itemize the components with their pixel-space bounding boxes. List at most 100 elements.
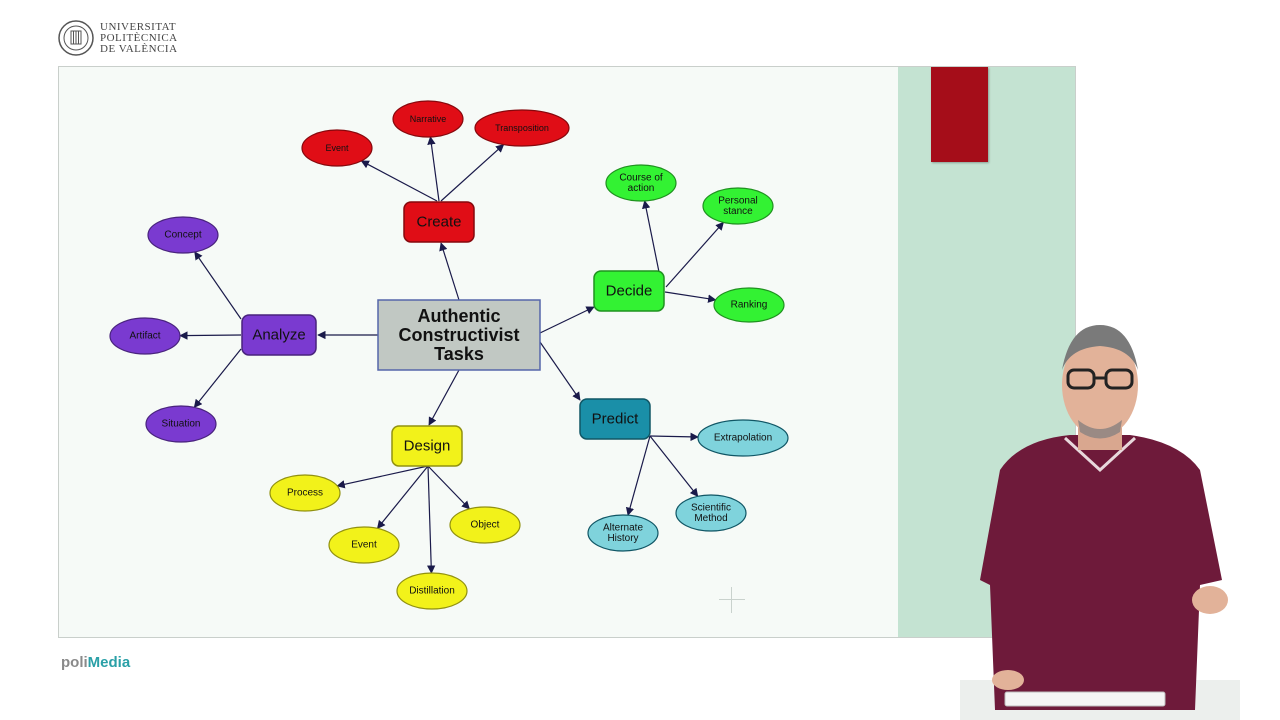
branch-node-create-label: Create (416, 214, 461, 231)
child-node-decide-0-shape (605, 164, 677, 202)
child-node-design-2-label: Distillation (409, 586, 455, 597)
branch-node-create-box (403, 201, 475, 243)
edge-center-to-predict (539, 341, 581, 401)
edge-design-to-child-3 (427, 465, 471, 510)
child-node-design-3-shape (449, 506, 521, 544)
child-node-predict-2-label: History (607, 533, 638, 544)
child-node-decide-1-label: Personal (718, 195, 757, 206)
edge-center-to-decide (539, 306, 595, 334)
child-node-design-1-label: Event (351, 540, 377, 551)
edge-predict-to-child-1 (649, 435, 699, 497)
slide-red-tab (931, 67, 988, 162)
child-node-create-1-shape (392, 100, 464, 138)
child-node-predict-0-label: Extrapolation (714, 433, 772, 444)
child-node-analyze-1: Artifact (109, 317, 181, 355)
edge-design-to-child-0 (336, 465, 429, 489)
university-logo: UNIVERSITAT POLITÈCNICA DE VALÈNCIA (58, 20, 178, 56)
child-node-predict-1-label: Method (694, 513, 727, 524)
child-node-design-0-shape (269, 474, 341, 512)
branch-node-analyze-box (241, 314, 317, 356)
child-node-create-0-label: Event (325, 143, 349, 153)
child-node-create-0: Event (301, 129, 373, 167)
child-node-decide-2: Ranking (713, 287, 785, 323)
child-node-predict-0: Extrapolation (697, 419, 789, 457)
center-node-box (377, 299, 541, 371)
edge-predict-to-child-0 (649, 432, 699, 442)
edge-layer (179, 136, 725, 574)
child-node-decide-2-label: Ranking (731, 300, 768, 311)
cursor-crosshair-icon (719, 587, 745, 613)
concept-map-diagram: AuthenticConstructivistTasksCreateEventN… (109, 100, 789, 610)
child-node-analyze-1-shape (109, 317, 181, 355)
branch-node-design-label: Design (404, 438, 451, 455)
center-node-label: Tasks (434, 344, 484, 364)
child-node-analyze-2-shape (145, 405, 217, 443)
branch-node-decide-box (593, 270, 665, 312)
child-node-create-2-label: Transposition (495, 123, 549, 133)
child-node-analyze-0-shape (147, 216, 219, 254)
edge-center-to-create (439, 242, 460, 301)
child-node-decide-1-shape (702, 187, 774, 225)
child-node-analyze-0: Concept (147, 216, 219, 254)
child-node-predict-2-shape (587, 514, 659, 552)
child-node-predict-0-shape (697, 419, 789, 457)
edge-center-to-design (428, 369, 460, 426)
edge-decide-to-child-1 (665, 221, 725, 288)
center-node-label: Constructivist (398, 325, 519, 345)
university-name: UNIVERSITAT POLITÈCNICA DE VALÈNCIA (100, 21, 178, 55)
university-seal-icon (58, 20, 94, 56)
branch-node-design-box (391, 425, 463, 467)
child-node-design-1: Event (328, 526, 400, 564)
branch-node-predict-box (579, 398, 651, 440)
child-node-decide-0-label: action (628, 183, 655, 194)
polimedia-accent: Media (87, 654, 131, 671)
child-node-design-0-label: Process (287, 488, 323, 499)
branch-node-predict: Predict (579, 398, 651, 440)
child-node-analyze-2-label: Situation (162, 419, 201, 430)
child-node-predict-1-label: Scientific (691, 502, 731, 513)
presenter-video (960, 325, 1240, 720)
child-node-design-1-shape (328, 526, 400, 564)
university-name-line-2: POLITÈCNICA (100, 31, 178, 44)
edge-create-to-child-2 (440, 144, 505, 202)
branch-node-analyze: Analyze (241, 314, 317, 356)
edge-create-to-child-0 (360, 160, 438, 202)
edge-analyze-to-child-0 (194, 251, 242, 320)
child-node-design-2-shape (396, 572, 468, 610)
edge-create-to-child-1 (427, 136, 440, 202)
branch-node-create: Create (403, 201, 475, 243)
edge-predict-to-child-2 (625, 435, 651, 516)
child-node-predict-2-label: Alternate (603, 522, 643, 533)
polimedia-footer-logo: poliMedia (61, 654, 130, 671)
center-node-label: Authentic (418, 306, 501, 326)
branch-node-decide: Decide (593, 270, 665, 312)
child-node-analyze-0-label: Concept (164, 230, 201, 241)
child-node-predict-1-shape (675, 494, 747, 532)
child-node-decide-2-shape (713, 287, 785, 323)
child-node-design-3-label: Object (471, 520, 500, 531)
child-node-analyze-1-label: Artifact (129, 331, 160, 342)
polimedia-prefix: poli (61, 654, 88, 671)
edge-analyze-to-child-1 (179, 331, 242, 340)
child-node-decide-1-label: stance (723, 206, 753, 217)
edge-decide-to-child-2 (664, 291, 717, 303)
branch-node-analyze-label: Analyze (252, 327, 305, 344)
child-node-design-2: Distillation (396, 572, 468, 610)
edge-analyze-to-child-2 (193, 348, 242, 409)
child-node-create-2-shape (474, 109, 570, 147)
university-name-line-3: DE VALÈNCIA (100, 42, 178, 55)
child-node-design-3: Object (449, 506, 521, 544)
node-layer: AuthenticConstructivistTasksCreateEventN… (109, 100, 789, 610)
child-node-design-0: Process (269, 474, 341, 512)
edge-design-to-child-2 (426, 465, 436, 574)
child-node-create-1-label: Narrative (410, 114, 447, 124)
child-node-analyze-2: Situation (145, 405, 217, 443)
branch-node-predict-label: Predict (592, 411, 640, 428)
child-node-create-1: Narrative (392, 100, 464, 138)
branch-node-design: Design (391, 425, 463, 467)
